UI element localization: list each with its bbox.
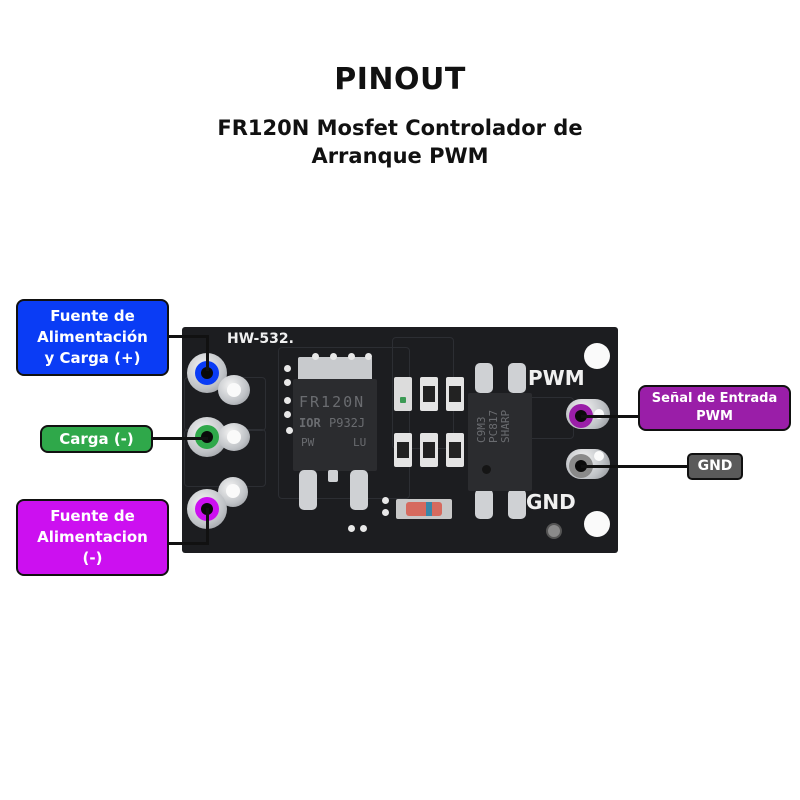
pad-hole xyxy=(227,430,241,444)
via xyxy=(382,509,389,516)
label-line: Carga (-) xyxy=(59,429,134,448)
resistor-body xyxy=(423,386,435,402)
opto-leg xyxy=(475,489,493,519)
mosfet-chip: FR120N IOR P932J PW LU xyxy=(293,379,377,471)
pin-dot xyxy=(201,367,213,379)
pin-label-load-minus: Carga (-) xyxy=(40,425,153,453)
via xyxy=(330,353,337,360)
leader-line-vcc-load-plus xyxy=(168,335,208,338)
resistor xyxy=(420,433,438,467)
mosfet-leg xyxy=(328,470,338,482)
mosfet-tab xyxy=(298,357,372,381)
mosfet-logo: IOR xyxy=(299,416,321,430)
resistor-body xyxy=(449,386,461,402)
pin-label-gnd: GND xyxy=(687,453,743,480)
silk-gnd-label: GND xyxy=(526,490,576,514)
mosfet-part-number: FR120N xyxy=(299,393,366,411)
mounting-hole xyxy=(584,343,610,369)
via xyxy=(360,525,367,532)
via xyxy=(284,397,291,404)
leader-line-vcc-load-plus xyxy=(206,335,209,371)
label-line: GND xyxy=(697,458,733,474)
led-lens xyxy=(400,397,406,403)
leader-line-supply-minus xyxy=(206,508,209,545)
leader-line-gnd xyxy=(581,465,689,468)
diode xyxy=(396,499,452,519)
label-line: y Carga (+) xyxy=(44,349,141,367)
pin-label-vcc-load-plus: Fuente de Alimentación y Carga (+) xyxy=(16,299,169,376)
leader-line-pwm-in xyxy=(581,415,641,418)
pad-hole xyxy=(227,383,241,397)
mounting-hole xyxy=(584,511,610,537)
opto-leg xyxy=(508,363,526,393)
via xyxy=(286,427,293,434)
opto-text-group: C9M3 PC817 SHARP xyxy=(475,363,512,443)
pin-label-pwm-in: Señal de Entrada PWM xyxy=(638,385,791,431)
via xyxy=(365,353,372,360)
board-model-label: HW-532. xyxy=(227,331,294,347)
label-line: PWM xyxy=(696,409,733,424)
pad-hole xyxy=(226,484,240,498)
diode-body xyxy=(406,502,442,516)
subtitle-line-1: FR120N Mosfet Controlador de xyxy=(217,116,583,140)
via xyxy=(284,411,291,418)
pin-label-supply-minus: Fuente de Alimentacion (-) xyxy=(16,499,169,576)
page-title: PINOUT xyxy=(334,62,466,97)
mosfet-leg xyxy=(350,470,368,510)
leader-line-supply-minus xyxy=(168,542,208,545)
mosfet-mark-left: PW xyxy=(301,436,315,449)
via xyxy=(284,379,291,386)
resistor xyxy=(446,433,464,467)
label-line: Alimentacion xyxy=(37,528,148,546)
via-large xyxy=(546,523,562,539)
pin-marker-vcc-load-plus[interactable] xyxy=(195,361,219,385)
label-line: Señal de Entrada xyxy=(651,391,778,406)
resistor-body xyxy=(397,442,409,458)
trace xyxy=(278,347,410,499)
opto-line-3: SHARP xyxy=(499,409,512,443)
resistor xyxy=(394,433,412,467)
resistor xyxy=(420,377,438,411)
page-subtitle: FR120N Mosfet Controlador de Arranque PW… xyxy=(180,114,620,170)
label-line: (-) xyxy=(82,549,103,567)
mosfet-mark-right: LU xyxy=(353,436,367,449)
resistor-body xyxy=(449,442,461,458)
opto-pin1-dot xyxy=(482,465,491,474)
resistor xyxy=(446,377,464,411)
opto-leg xyxy=(475,363,493,393)
via xyxy=(382,497,389,504)
silk-pwm-label: PWM xyxy=(528,366,585,390)
pcb-board: HW-532. PWM GND FR120N IOR P932J PW LU xyxy=(182,327,618,553)
diode-band xyxy=(426,502,432,516)
subtitle-line-2: Arranque PWM xyxy=(311,144,489,168)
via xyxy=(348,353,355,360)
mosfet-leg xyxy=(299,470,317,510)
led xyxy=(394,377,412,411)
optocoupler-chip: C9M3 PC817 SHARP xyxy=(468,393,532,491)
label-line: Fuente de xyxy=(50,507,135,525)
pad-hole xyxy=(594,451,604,461)
via xyxy=(348,525,355,532)
via xyxy=(284,365,291,372)
resistor-body xyxy=(423,442,435,458)
label-line: Fuente de xyxy=(50,307,135,325)
label-line: Alimentación xyxy=(37,328,148,346)
pad-hole xyxy=(594,409,604,419)
leader-line-load-minus xyxy=(152,437,208,440)
mosfet-code: P932J xyxy=(329,416,366,430)
opto-leg xyxy=(508,489,526,519)
via xyxy=(312,353,319,360)
